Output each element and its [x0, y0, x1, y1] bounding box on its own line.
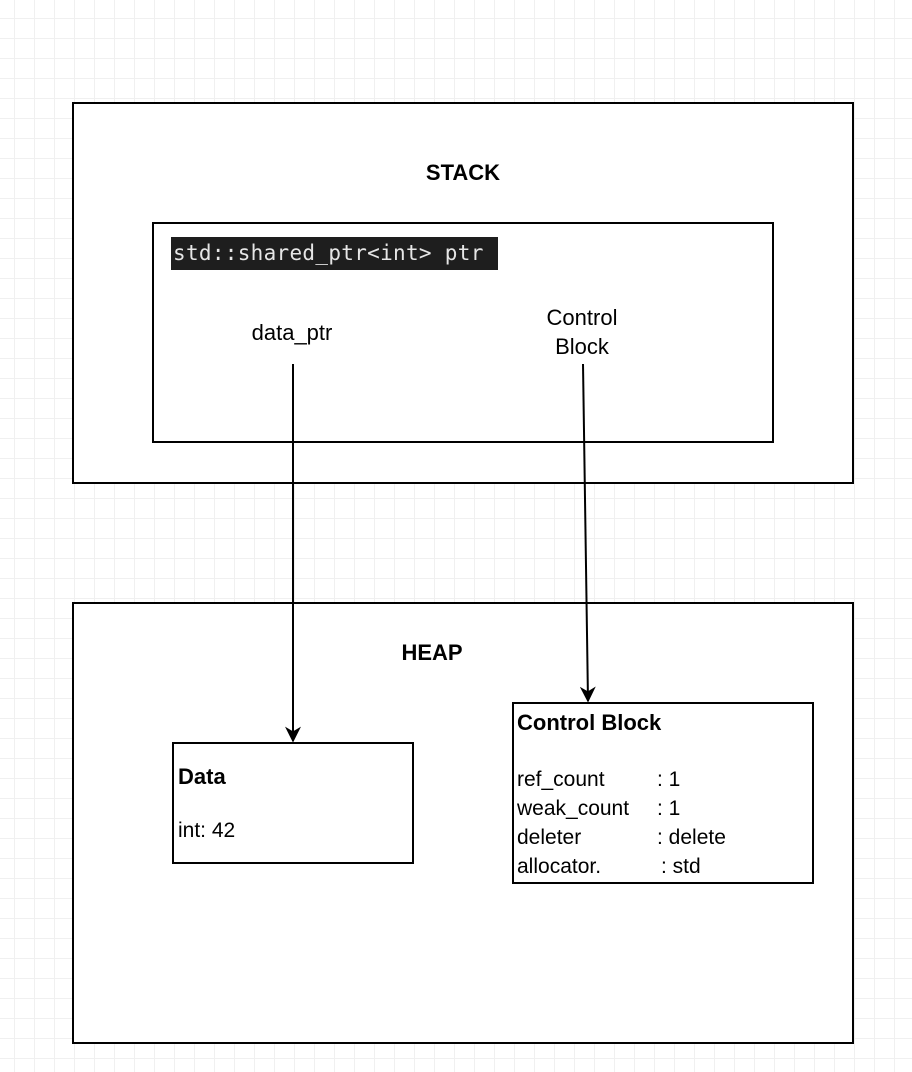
control-block-row: weak_count : 1	[517, 794, 809, 823]
allocator-value: : std	[661, 855, 701, 878]
ref-count-key: ref_count	[517, 768, 605, 791]
control-block-row: ref_count : 1	[517, 765, 809, 794]
control-block-box: Control Block ref_count : 1 weak_count :…	[512, 702, 814, 884]
control-block-pointer-label: Control Block	[527, 303, 637, 361]
control-block-label-line1: Control	[546, 305, 618, 330]
heap-title: HEAP	[401, 640, 463, 665]
data-ptr-label: data_ptr	[251, 320, 333, 345]
data-box: Data int: 42	[172, 742, 414, 864]
data-box-title: Data	[178, 764, 226, 789]
allocator-key: allocator.	[517, 855, 602, 878]
control-block-row: deleter : delete	[517, 823, 809, 852]
weak-count-key: weak_count	[517, 797, 630, 820]
ref-count-value: : 1	[657, 768, 681, 791]
control-block-row: allocator. : std	[517, 852, 809, 881]
stack-title: STACK	[425, 160, 501, 185]
deleter-key: deleter	[517, 826, 582, 849]
control-block-box-title: Control Block	[517, 710, 662, 735]
control-block-label-line2: Block	[555, 334, 609, 359]
shared-ptr-declaration: std::shared_ptr<int> ptr	[171, 237, 498, 270]
weak-count-value: : 1	[657, 797, 681, 820]
data-box-value: int: 42	[178, 819, 236, 842]
deleter-value: : delete	[657, 826, 726, 849]
